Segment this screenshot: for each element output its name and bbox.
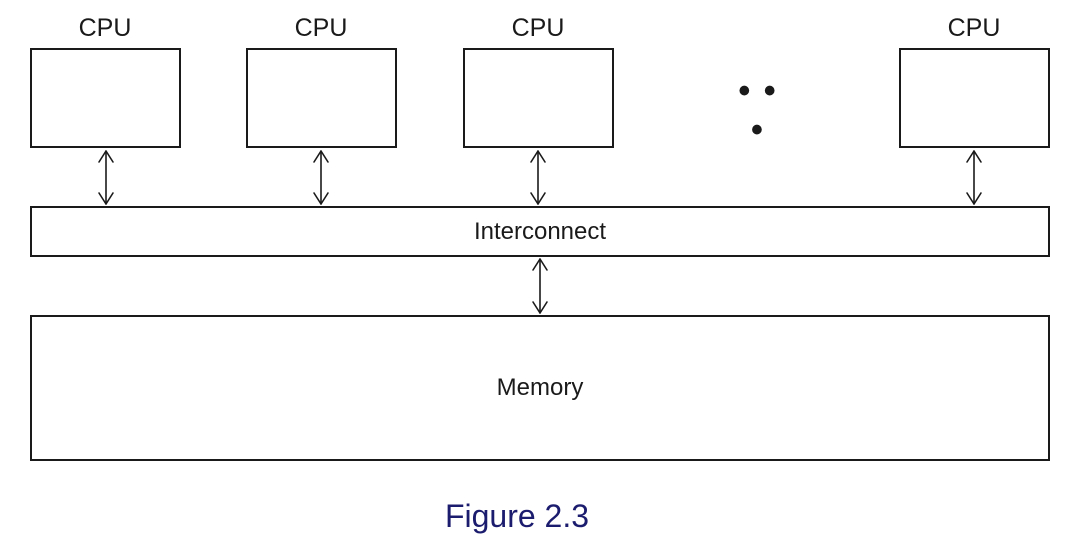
interconnect-label: Interconnect [473,217,607,245]
double-arrow [98,150,114,205]
double-arrow [313,150,329,205]
ellipsis: • • • [738,72,778,149]
cpu-box [899,48,1050,148]
double-arrow [530,150,546,205]
figure-caption: Figure 2.3 [444,498,590,534]
cpu-label: CPU [511,14,565,42]
memory-label: Memory [496,374,584,401]
cpu-label: CPU [947,14,1001,42]
cpu-box [246,48,397,148]
interconnect-box: Interconnect [30,206,1050,257]
cpu-box [463,48,614,148]
cpu-label: CPU [294,14,348,42]
double-arrow [966,150,982,205]
double-arrow [532,258,548,314]
memory-box: Memory [30,315,1050,461]
cpu-label: CPU [78,14,132,42]
cpu-box [30,48,181,148]
